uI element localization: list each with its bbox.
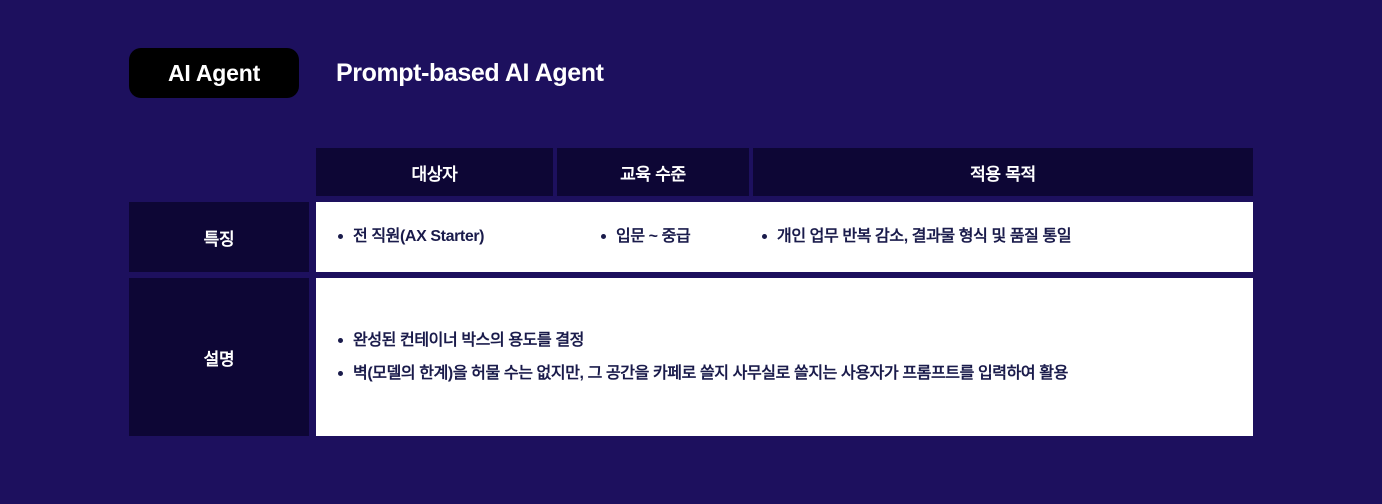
bullet-dot-icon — [601, 234, 606, 240]
bullet-item: 완성된 컨테이너 박스의 용도를 결정 — [338, 329, 1253, 352]
bullet-dot-icon — [338, 234, 343, 240]
table-header-row: 대상자 교육 수준 적용 목적 — [316, 148, 1253, 196]
feature-cell-target-audience: 전 직원(AX Starter) — [316, 225, 553, 248]
bullet-text: 입문 ~ 중급 — [616, 228, 691, 246]
bullet-text: 개인 업무 반복 감소, 결과물 형식 및 품질 통일 — [777, 228, 1072, 246]
bullet-dot-icon — [338, 337, 343, 343]
column-header-application-purpose: 적용 목적 — [753, 148, 1253, 196]
feature-cells: 전 직원(AX Starter) 입문 ~ 중급 개인 업무 반복 감소, 결과… — [316, 202, 1253, 272]
bullet-item: 개인 업무 반복 감소, 결과물 형식 및 품질 통일 — [749, 225, 1253, 248]
description-bullets: 완성된 컨테이너 박스의 용도를 결정 벽(모델의 한계)을 허물 수는 없지만… — [316, 278, 1253, 436]
row-label-feature: 특징 — [129, 202, 309, 272]
bullet-item: 벽(모델의 한계)을 허물 수는 없지만, 그 공간을 카페로 쓸지 사무실로 … — [338, 362, 1253, 385]
bullet-text: 벽(모델의 한계)을 허물 수는 없지만, 그 공간을 카페로 쓸지 사무실로 … — [353, 365, 1068, 382]
table-row: 특징 전 직원(AX Starter) 입문 ~ 중급 — [129, 202, 1253, 272]
bullet-item: 전 직원(AX Starter) — [316, 225, 553, 248]
ai-agent-badge: AI Agent — [129, 48, 299, 98]
feature-cell-application-purpose: 개인 업무 반복 감소, 결과물 형식 및 품질 통일 — [749, 225, 1253, 248]
comparison-table: 대상자 교육 수준 적용 목적 특징 전 직원(AX Starter) — [129, 148, 1253, 436]
bullet-item: 입문 ~ 중급 — [553, 225, 749, 248]
title-row: AI Agent Prompt-based AI Agent — [129, 48, 604, 98]
column-header-target-audience: 대상자 — [316, 148, 553, 196]
row-label-description: 설명 — [129, 278, 309, 436]
page-title: Prompt-based AI Agent — [336, 58, 604, 87]
bullet-text: 완성된 컨테이너 박스의 용도를 결정 — [353, 331, 584, 349]
row-content-feature: 전 직원(AX Starter) 입문 ~ 중급 개인 업무 반복 감소, 결과… — [316, 202, 1253, 272]
bullet-text: 전 직원(AX Starter) — [353, 228, 485, 246]
bullet-dot-icon — [338, 371, 343, 376]
table-row: 설명 완성된 컨테이너 박스의 용도를 결정 벽(모델의 한계)을 허물 수는 … — [129, 278, 1253, 436]
feature-cell-education-level: 입문 ~ 중급 — [553, 225, 749, 248]
bullet-dot-icon — [762, 234, 767, 240]
column-header-education-level: 교육 수준 — [557, 148, 749, 196]
row-content-description: 완성된 컨테이너 박스의 용도를 결정 벽(모델의 한계)을 허물 수는 없지만… — [316, 278, 1253, 436]
